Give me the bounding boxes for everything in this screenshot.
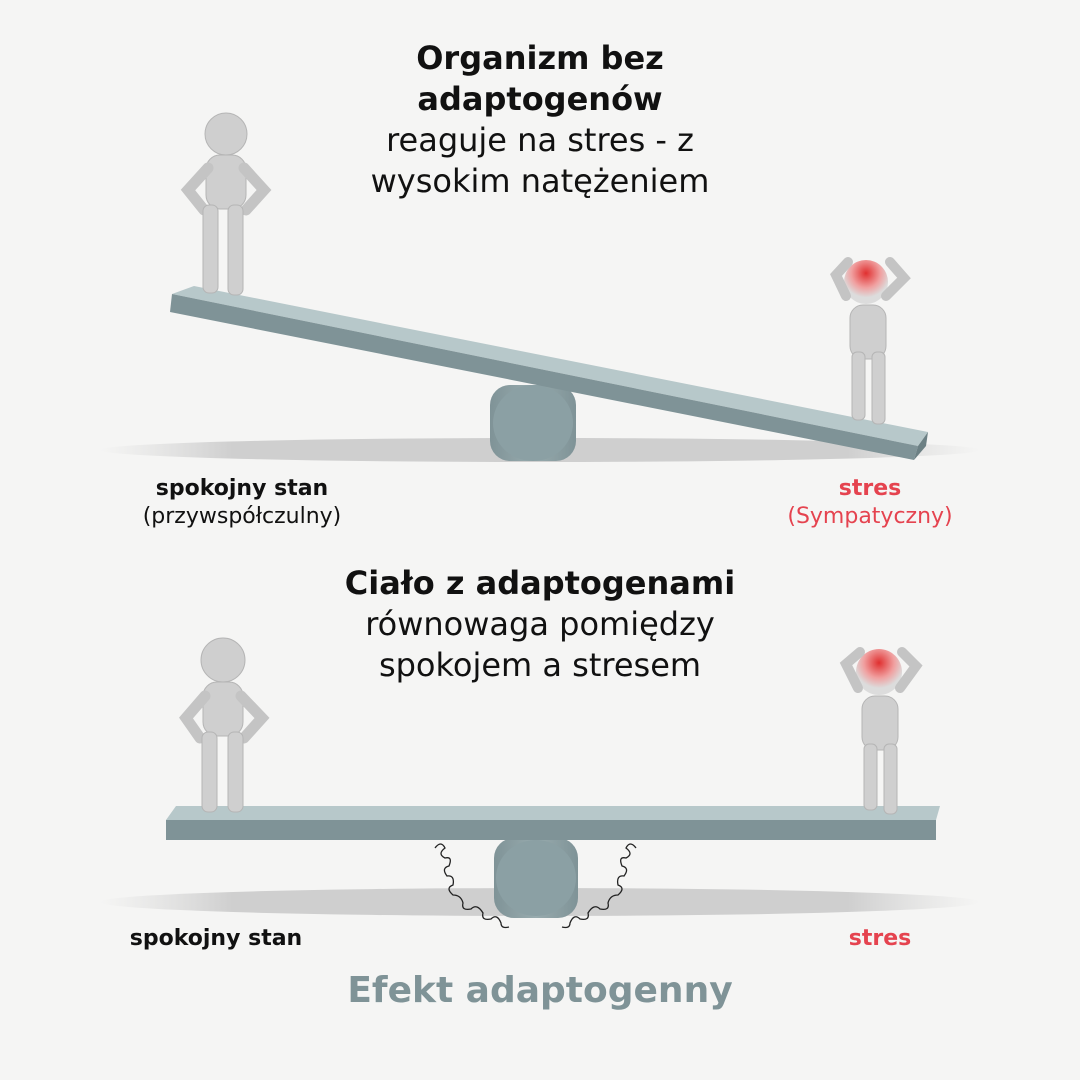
bottom-subtitle-line2: spokojem a stresem: [378, 646, 702, 684]
top-heading: Organizm bez adaptogenów reaguje na stre…: [0, 38, 1080, 202]
top-subtitle-line1: reaguje na stres - z: [386, 121, 694, 159]
bottom-subtitle-line1: równowaga pomiędzy: [365, 605, 715, 643]
top-right-label-group: stres (Sympatyczny): [740, 475, 1000, 531]
top-stress-label: stres: [838, 476, 902, 501]
top-left-label-group: spokojny stan (przywspółczulny): [92, 475, 392, 531]
top-subtitle-line2: wysokim natężeniem: [370, 162, 710, 200]
calm-figure-bottom: [179, 637, 270, 813]
top-fulcrum: [490, 385, 576, 461]
bottom-title: Ciało z adaptogenami: [344, 564, 736, 602]
bottom-stress-label: stres: [848, 926, 912, 951]
bottom-board: [166, 806, 940, 840]
bottom-calm-label: spokojny stan: [129, 926, 303, 951]
top-seesaw: [100, 112, 980, 462]
top-title-line1: Organizm bez: [416, 39, 664, 77]
spring-left-icon: [434, 843, 510, 929]
stressed-figure-top: [830, 257, 911, 425]
top-stress-sublabel: (Sympatyczny): [787, 504, 953, 529]
red-head-icon: [856, 649, 902, 695]
calm-figure-top: [180, 112, 272, 296]
bottom-heading: Ciało z adaptogenami równowaga pomiędzy …: [0, 563, 1080, 686]
bottom-fulcrum: [494, 838, 578, 918]
top-calm-label: spokojny stan: [155, 476, 329, 501]
spring-right-icon: [561, 843, 637, 929]
footer-title: Efekt adaptogenny: [347, 970, 733, 1011]
bottom-seesaw: [100, 637, 980, 929]
stressed-figure-bottom: [839, 647, 923, 815]
red-head-icon: [844, 260, 888, 304]
top-board: [170, 286, 928, 460]
top-calm-sublabel: (przywspółczulny): [142, 504, 342, 529]
top-title-line2: adaptogenów: [417, 80, 663, 118]
